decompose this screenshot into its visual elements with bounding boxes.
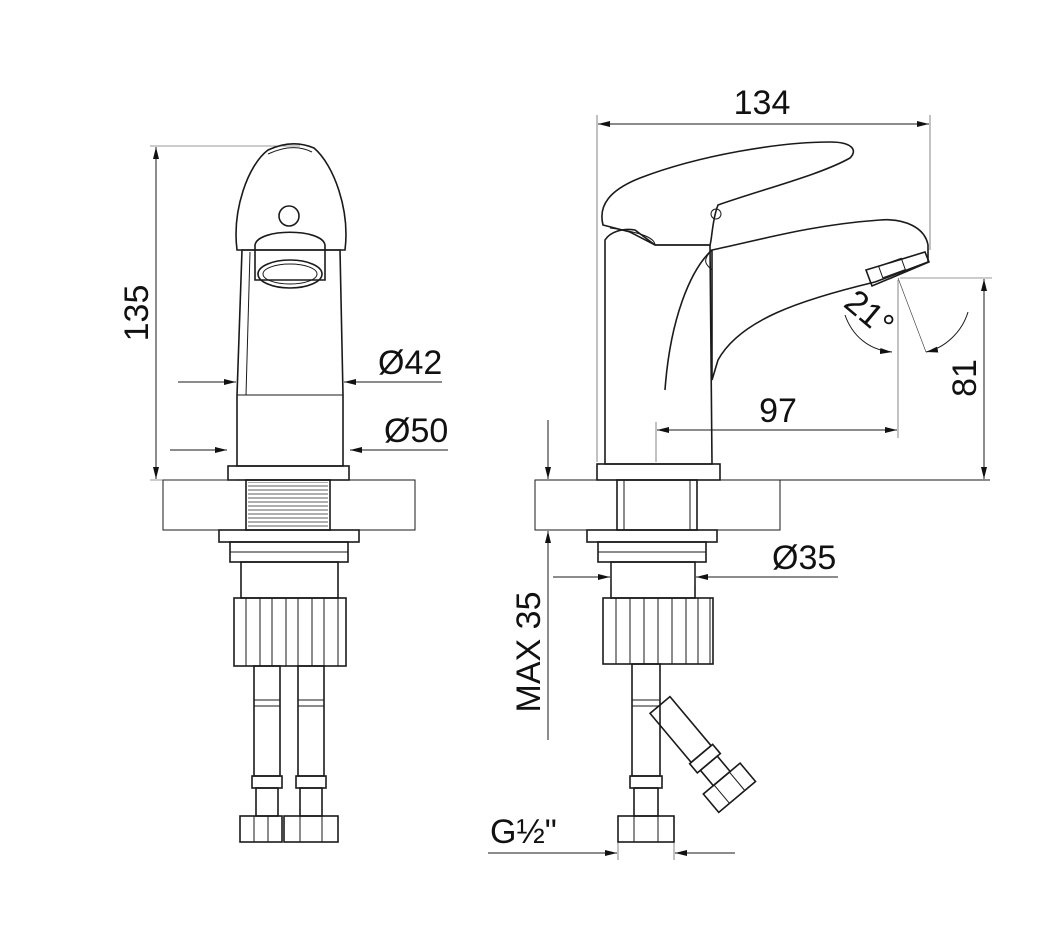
body-diameter-label: Ø42 (378, 344, 442, 382)
dimension-length-134: 134 (596, 84, 931, 462)
dimension-height-135: 135 (118, 145, 300, 481)
dimension-body-diameter: Ø42 (178, 344, 442, 385)
faucet-body-side (596, 141, 931, 481)
dimension-angle-21: 21° (837, 277, 969, 354)
dimension-reach-97: 97 (655, 280, 899, 462)
dimension-base-diameter: Ø50 (170, 412, 448, 453)
thread-diameter-label: Ø35 (772, 539, 836, 577)
reach-dimension-label: 97 (759, 392, 797, 430)
threaded-shank-front (245, 479, 331, 531)
dimension-spout-height-81: 81 (900, 277, 992, 479)
height-dimension-label: 135 (118, 285, 156, 342)
dimension-hose-connection: G½" (488, 813, 735, 860)
angle-label: 21° (837, 282, 901, 344)
mounting-nut-front (218, 529, 360, 667)
dimension-thread-diameter: Ø35 (553, 539, 838, 585)
supply-hose-right (283, 665, 339, 843)
mounting-nut-side (586, 529, 718, 665)
supply-hose-angled-side (648, 695, 757, 814)
hose-connection-label: G½" (490, 813, 557, 851)
supply-hose-left (239, 665, 283, 843)
countertop-side (534, 479, 990, 531)
dimension-max-35: MAX 35 (510, 420, 551, 740)
front-view: 135 Ø42 Ø50 (118, 142, 448, 843)
faucet-body-front (227, 142, 350, 481)
max-thickness-label: MAX 35 (510, 592, 548, 713)
spout-height-label: 81 (946, 359, 984, 397)
base-diameter-label: Ø50 (384, 412, 448, 450)
side-view: 134 97 81 21° Ø35 (488, 84, 992, 860)
supply-hose-straight-side (617, 663, 675, 843)
shank-side (616, 479, 698, 531)
length-dimension-label: 134 (734, 84, 791, 122)
